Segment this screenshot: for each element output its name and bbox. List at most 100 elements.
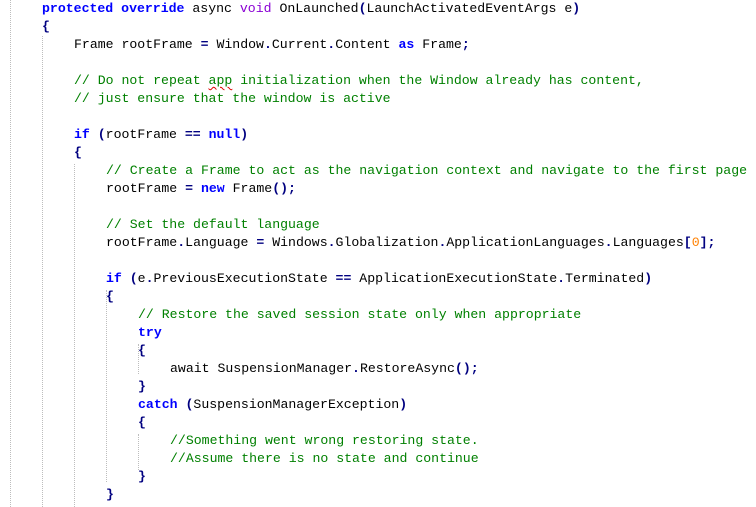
code-token: Windows: [264, 235, 328, 250]
code-token: ): [240, 127, 249, 142]
code-token: ;: [461, 37, 470, 52]
code-token: (: [185, 397, 194, 412]
code-token: .: [557, 271, 566, 286]
code-token: }: [138, 469, 146, 484]
code-line[interactable]: }: [106, 486, 114, 504]
code-token: SuspensionManagerException: [193, 397, 400, 412]
code-line[interactable]: {: [138, 414, 146, 432]
indent-guide: [138, 434, 139, 470]
code-line[interactable]: await SuspensionManager.RestoreAsync();: [170, 360, 479, 378]
code-token: =: [256, 235, 265, 250]
code-token: Terminated: [565, 271, 645, 286]
code-token: [178, 397, 186, 412]
code-token: if: [106, 271, 122, 286]
code-line[interactable]: //Assume there is no state and continue: [170, 450, 479, 468]
code-token: ApplicationLanguages: [446, 235, 605, 250]
code-token: Globalization: [335, 235, 439, 250]
code-token: {: [42, 19, 50, 34]
code-token: // Restore the saved session state only …: [138, 307, 582, 322]
code-token: ];: [699, 235, 716, 250]
indent-guide: [10, 0, 11, 507]
code-token: void: [239, 1, 272, 16]
code-token: .: [438, 235, 447, 250]
code-token: .: [327, 235, 336, 250]
code-line[interactable]: // Create a Frame to act as the navigati…: [106, 162, 747, 180]
code-token: Current: [271, 37, 328, 52]
code-line[interactable]: // Do not repeat app initialization when…: [74, 72, 644, 90]
code-token: .: [263, 37, 272, 52]
code-line[interactable]: }: [138, 468, 146, 486]
code-token: try: [138, 325, 162, 340]
code-token: ApplicationExecutionState: [351, 271, 558, 286]
code-line[interactable]: {: [138, 342, 146, 360]
code-line[interactable]: try: [138, 324, 162, 342]
code-token: (: [129, 271, 138, 286]
code-token: {: [106, 289, 114, 304]
code-token: ): [572, 1, 581, 16]
code-line[interactable]: // Set the default language: [106, 216, 320, 234]
code-token: }: [106, 487, 114, 502]
code-token: // Set the default language: [106, 217, 320, 232]
code-token: Languages: [612, 235, 684, 250]
code-line[interactable]: //Something went wrong restoring state.: [170, 432, 479, 450]
code-token: ();: [454, 361, 479, 376]
code-token: override: [121, 1, 185, 16]
code-token: LaunchActivatedEventArgs e: [366, 1, 573, 16]
code-token: =: [185, 181, 194, 196]
code-token: RestoreAsync: [359, 361, 455, 376]
code-line[interactable]: rootFrame = new Frame();: [106, 180, 296, 198]
code-token: // Do not repeat: [74, 73, 209, 88]
code-token: .: [352, 361, 360, 376]
code-line[interactable]: }: [138, 378, 146, 396]
code-token: rootFrame: [105, 127, 185, 142]
code-token: {: [138, 343, 146, 358]
code-token: protected: [42, 1, 114, 16]
code-token: .: [604, 235, 613, 250]
code-token: Frame: [414, 37, 462, 52]
code-token: (: [97, 127, 106, 142]
code-token: ==: [335, 271, 352, 286]
code-token: ();: [272, 181, 296, 196]
code-token: {: [74, 145, 82, 160]
code-token: [113, 1, 121, 16]
indent-guide: [42, 36, 43, 507]
code-token: }: [138, 379, 146, 394]
code-line[interactable]: Frame rootFrame = Window.Current.Content…: [74, 36, 470, 54]
code-token: 0: [691, 235, 700, 250]
code-token: OnLaunched: [271, 1, 359, 16]
code-token: Window: [208, 37, 264, 52]
code-token: // just ensure that the window is active: [74, 91, 391, 106]
code-line[interactable]: // just ensure that the window is active: [74, 90, 391, 108]
code-token: rootFrame: [106, 235, 178, 250]
code-token: [122, 271, 130, 286]
code-token: Language: [185, 235, 257, 250]
code-line[interactable]: if (e.PreviousExecutionState == Applicat…: [106, 270, 652, 288]
code-token: new: [200, 181, 225, 196]
code-token: if: [74, 127, 90, 142]
code-token: ==: [184, 127, 201, 142]
code-token: ): [644, 271, 653, 286]
spellcheck-underline: app: [208, 73, 233, 88]
code-line[interactable]: {: [106, 288, 114, 306]
code-token: e: [137, 271, 146, 286]
code-token: Content: [335, 37, 399, 52]
code-token: catch: [138, 397, 178, 412]
code-token: .: [145, 271, 154, 286]
code-line[interactable]: rootFrame.Language = Windows.Globalizati…: [106, 234, 715, 252]
indent-guide: [74, 164, 75, 507]
code-token: null: [208, 127, 241, 142]
code-token: [193, 181, 201, 196]
code-token: //Assume there is no state and continue: [170, 451, 479, 466]
code-token: =: [200, 37, 209, 52]
code-line[interactable]: {: [42, 18, 50, 36]
code-line[interactable]: if (rootFrame == null): [74, 126, 248, 144]
code-line[interactable]: protected override async void OnLaunched…: [42, 0, 580, 18]
code-line[interactable]: catch (SuspensionManagerException): [138, 396, 407, 414]
code-token: initialization when the Window already h…: [232, 73, 644, 88]
code-line[interactable]: // Restore the saved session state only …: [138, 306, 581, 324]
code-line[interactable]: {: [74, 144, 82, 162]
code-token: ): [399, 397, 408, 412]
code-token: [: [683, 235, 692, 250]
indent-guide: [138, 344, 139, 374]
